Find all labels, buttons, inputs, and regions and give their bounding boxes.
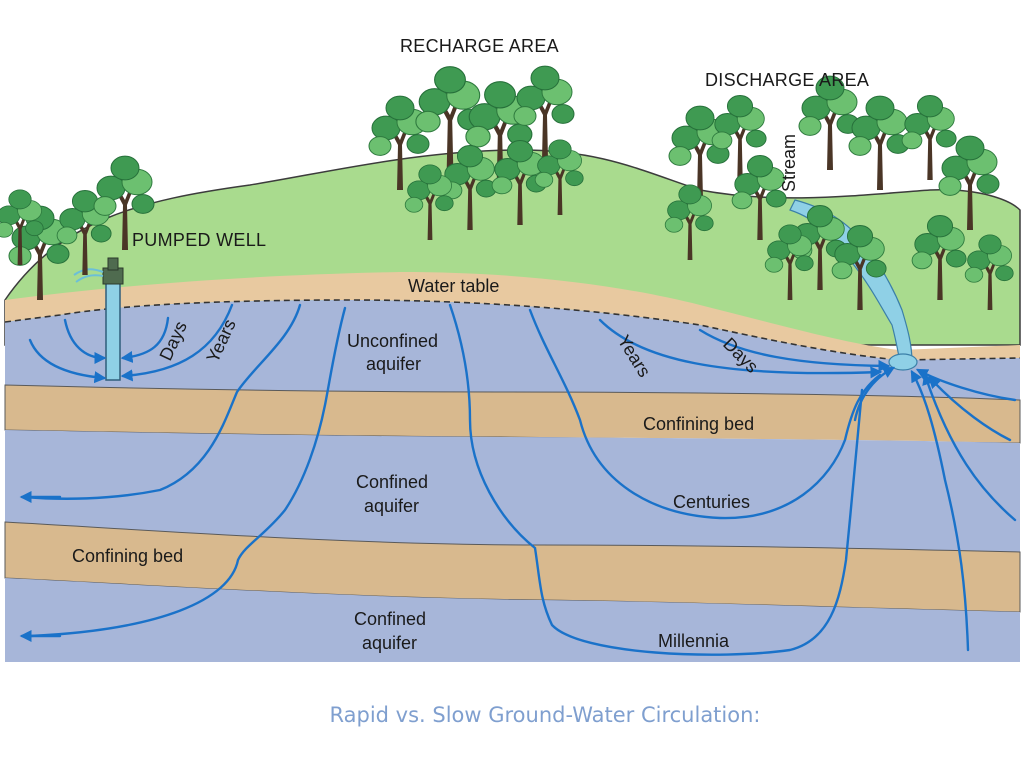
tree-icon xyxy=(831,225,887,310)
caption: Rapid vs. Slow Ground-Water Circulation: xyxy=(329,703,761,727)
lower-confined-aquifer-label-line1: Confined xyxy=(354,609,426,629)
tree-icon xyxy=(848,95,910,190)
water-table-label: Water table xyxy=(408,276,499,296)
tree-icon xyxy=(911,215,967,300)
tree-icon xyxy=(798,75,860,170)
upper-confined-aquifer-label-line1: Confined xyxy=(356,472,428,492)
upper-confined-aquifer xyxy=(5,430,1020,552)
millennia-label: Millennia xyxy=(658,631,730,651)
discharge-area-label: DISCHARGE AREA xyxy=(705,70,869,90)
groundwater-diagram: RECHARGE AREA DISCHARGE AREA PUMPED WELL… xyxy=(0,36,1021,662)
tree-icon xyxy=(0,189,44,265)
tree-icon xyxy=(731,155,787,240)
water-table-line xyxy=(4,299,1021,361)
tree-icon xyxy=(938,135,1000,230)
trees xyxy=(0,65,1014,310)
upper-confining-bed-label: Confining bed xyxy=(643,414,754,434)
pumped-well xyxy=(73,257,124,381)
tree-icon xyxy=(764,224,814,300)
pumped-well-label: PUMPED WELL xyxy=(132,230,266,250)
recharge-area-label: RECHARGE AREA xyxy=(400,36,559,56)
lower-confining-bed-label: Confining bed xyxy=(72,546,183,566)
flow-lines xyxy=(19,303,1017,656)
tree-icon xyxy=(901,95,957,180)
upper-confined-aquifer-label-line2: aquifer xyxy=(364,496,419,516)
centuries-label: Centuries xyxy=(673,492,750,512)
unconfined-aquifer-zone xyxy=(5,300,1020,400)
tree-icon xyxy=(711,95,767,180)
lower-confined-aquifer xyxy=(5,578,1020,662)
stream-label: Stream xyxy=(779,134,799,192)
tree-icon xyxy=(964,234,1014,310)
unsaturated-zone xyxy=(5,272,1020,360)
tree-icon xyxy=(404,164,454,240)
tree-icon xyxy=(664,184,714,260)
unconfined-aquifer-label-line1: Unconfined xyxy=(347,331,438,351)
unconfined-aquifer-label-line2: aquifer xyxy=(366,354,421,374)
tree-icon xyxy=(534,139,584,215)
tree-icon xyxy=(93,155,155,250)
tree-icon xyxy=(513,65,575,160)
lower-confined-aquifer-label-line2: aquifer xyxy=(362,633,417,653)
